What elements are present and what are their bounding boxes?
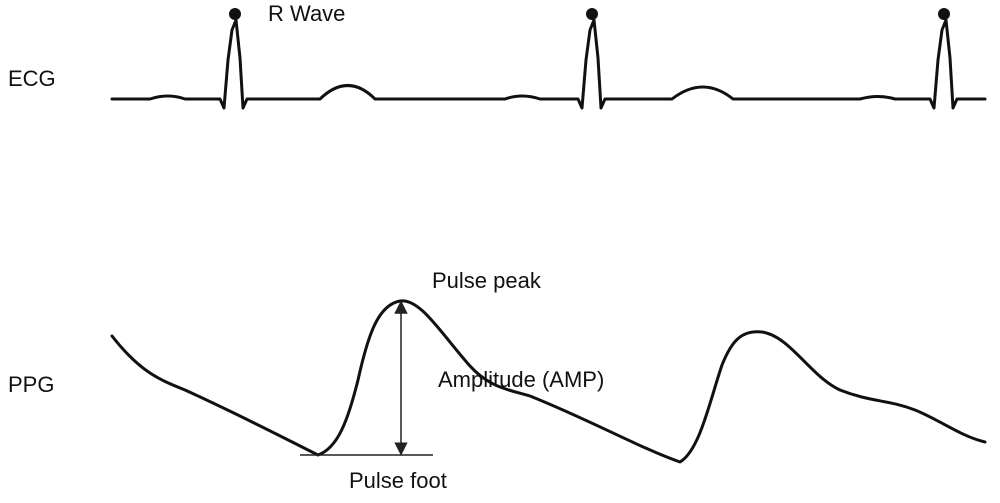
pulse-foot-label: Pulse foot — [349, 468, 447, 493]
ppg-label: PPG — [8, 372, 54, 397]
ecg-trace — [110, 18, 987, 110]
amplitude-label: Amplitude (AMP) — [438, 367, 604, 392]
ecg-label: ECG — [8, 66, 56, 91]
r-wave-marker-2 — [586, 8, 598, 20]
r-wave-marker-1 — [229, 8, 241, 20]
r-wave-marker-3 — [938, 8, 950, 20]
pulse-peak-label: Pulse peak — [432, 268, 542, 293]
r-wave-label: R Wave — [268, 1, 345, 26]
ppg-trace — [110, 299, 987, 464]
